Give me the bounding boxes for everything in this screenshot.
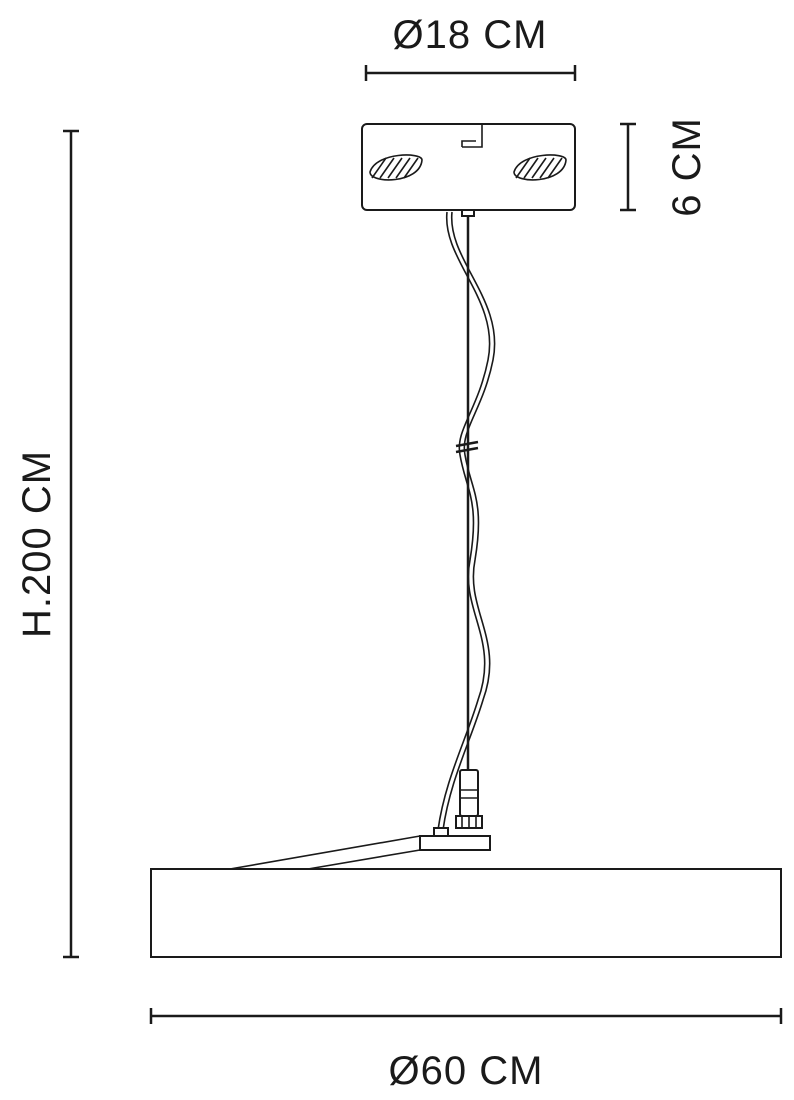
total-height-label: H.200 CM: [15, 450, 59, 638]
cable-grip: [455, 769, 483, 829]
cable-grip-body: [459, 769, 479, 817]
canopy: [361, 123, 576, 217]
power-cord: [437, 211, 496, 831]
canopy-vent-left: [369, 154, 423, 181]
canopy-cable-exit: [461, 209, 475, 217]
canopy-body: [361, 123, 576, 211]
canopy-diameter-label: Ø18 CM: [393, 13, 548, 57]
lamp-diameter-dimension: Ø60 CM: [149, 1008, 783, 1093]
lamp-diameter-label: Ø60 CM: [389, 1049, 544, 1093]
lamp-disc: [150, 868, 782, 958]
cord-clip: [455, 440, 479, 454]
mounting-plate-body: [419, 835, 491, 851]
mounting-plate: [229, 827, 491, 870]
mounting-arm: [229, 835, 421, 870]
cord-entry: [433, 827, 449, 837]
canopy-height-label: 6 CM: [665, 117, 709, 217]
canopy-height-dimension: 6 CM: [620, 117, 709, 217]
canopy-diameter-dimension: Ø18 CM: [364, 13, 577, 81]
canopy-vent-right: [513, 154, 567, 181]
canopy-bracket: [461, 124, 483, 148]
total-height-dimension: H.200 CM: [15, 129, 79, 959]
